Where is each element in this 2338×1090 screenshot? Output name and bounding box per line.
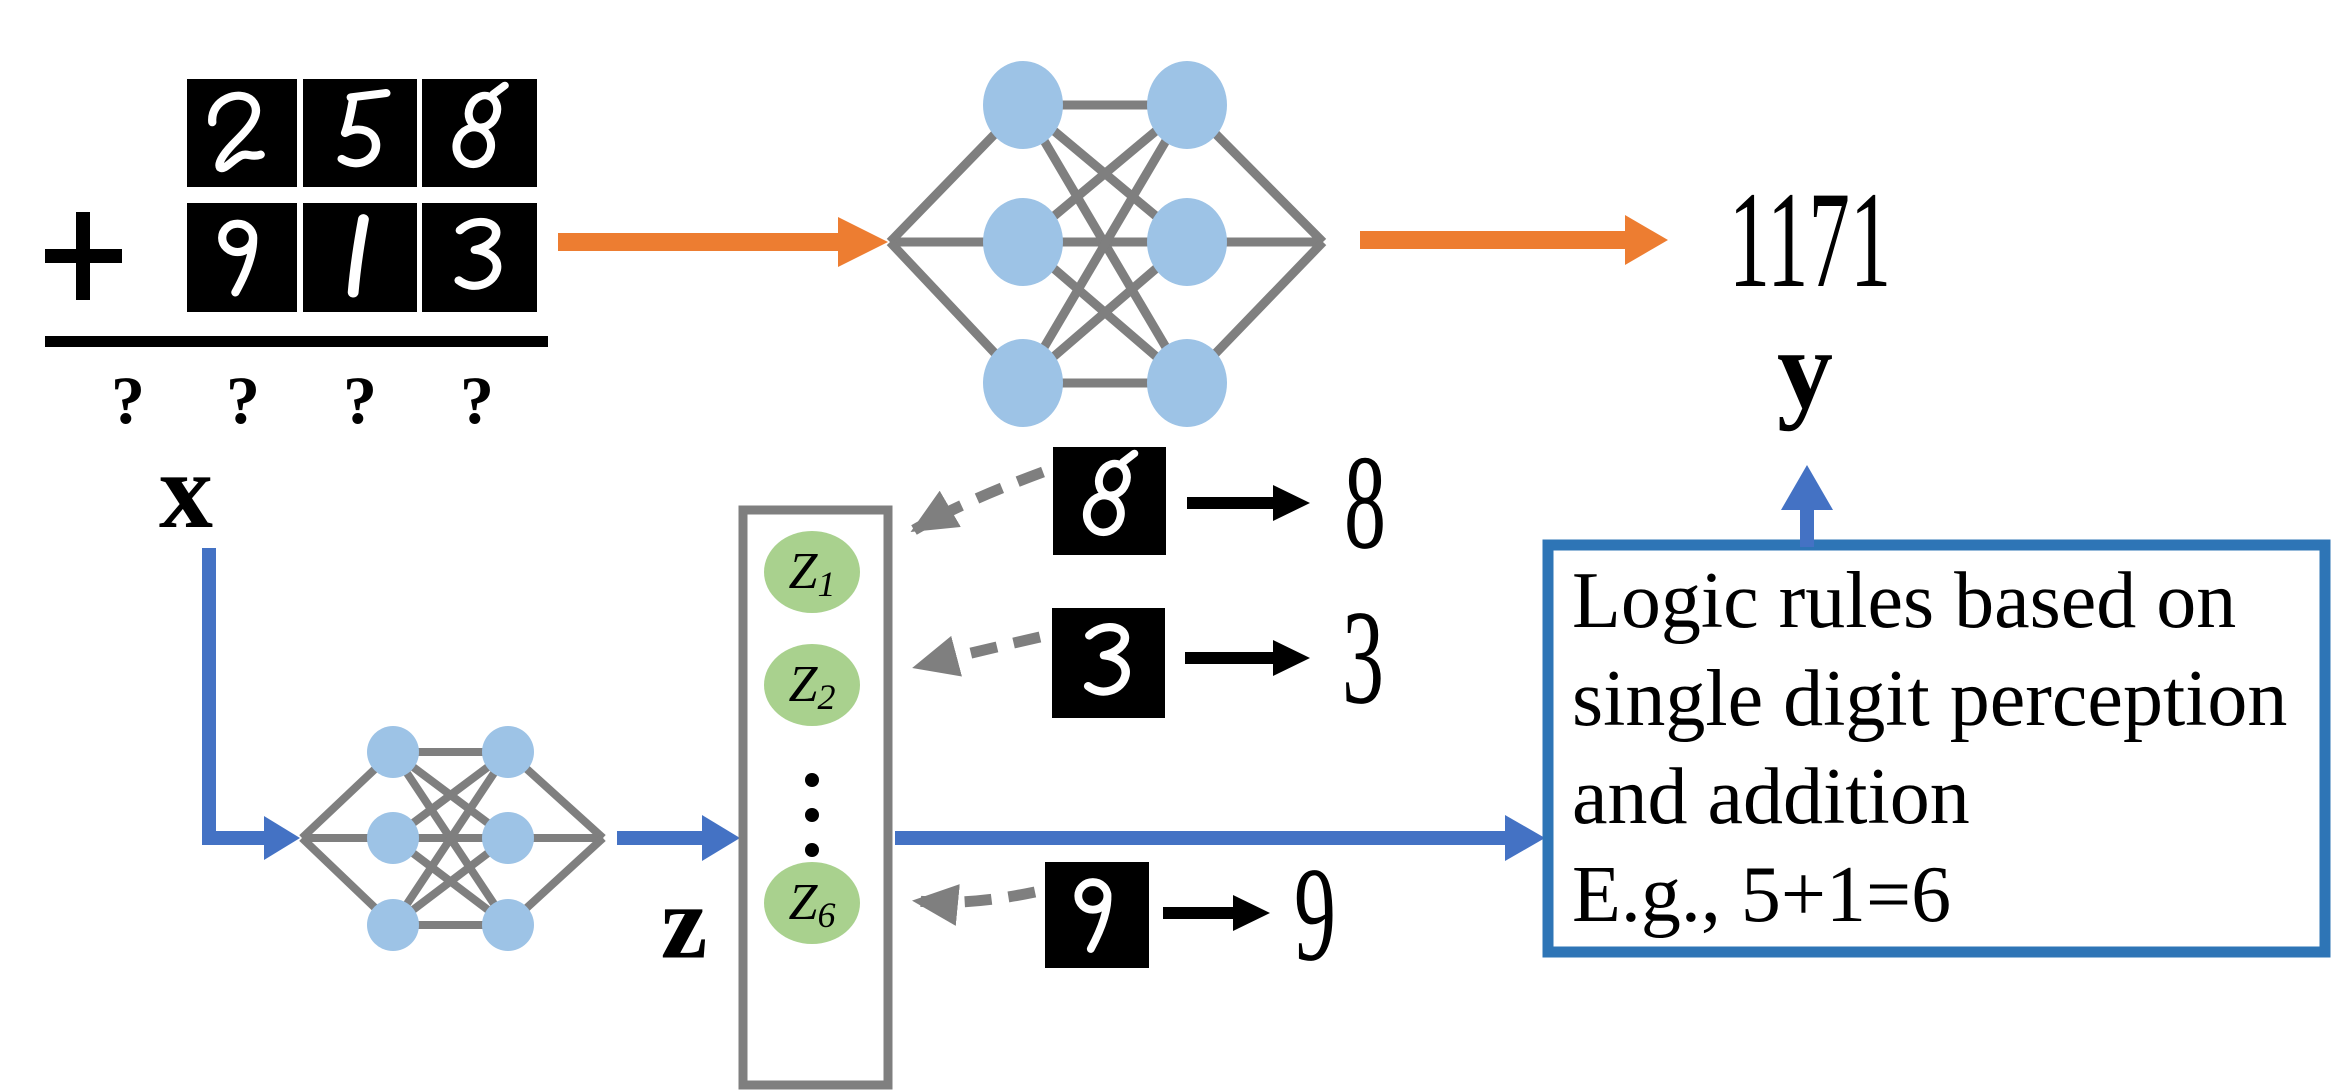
latent-label: z — [660, 863, 708, 981]
output-label: y — [1777, 308, 1833, 432]
vertical-ellipsis-icon — [805, 773, 819, 857]
arrow-x-to-encoder — [202, 548, 300, 860]
dashed-arrow-3 — [912, 631, 1042, 677]
mnist-sample-3 — [1052, 608, 1165, 718]
z1-base: Z — [788, 543, 818, 600]
dashed-supervision-arrows — [910, 466, 1045, 926]
z6-sub: 6 — [817, 895, 836, 935]
predicted-digit-8: 8 — [1344, 428, 1386, 578]
logic-line-1: Logic rules based on — [1572, 557, 2237, 645]
arrow-z-to-logic — [895, 815, 1545, 861]
logic-line-3: and addition — [1572, 753, 1970, 841]
mnist-tile-2 — [187, 79, 297, 187]
neural-network-small — [299, 726, 606, 951]
question-mark-1: ? — [111, 362, 145, 438]
mnist-tile-1 — [303, 203, 417, 312]
logic-line-4: E.g., 5+1=6 — [1572, 851, 1952, 939]
mnist-grid — [187, 79, 537, 312]
dashed-arrow-8 — [910, 466, 1045, 535]
latent-node-z2 — [764, 644, 860, 726]
z2-sub: 2 — [817, 677, 836, 717]
mnist-tile-5 — [303, 79, 417, 187]
logic-rules-text: Logic rules based on single digit percep… — [1572, 552, 2317, 944]
latent-node-label-z2: Z 2 — [788, 656, 836, 716]
plus-icon — [45, 212, 122, 300]
mnist-tile-9 — [187, 203, 297, 312]
mnist-sample-9 — [1045, 862, 1149, 968]
latent-node-label-z6: Z 6 — [788, 874, 836, 934]
arrow-sample8-to-digit — [1187, 485, 1310, 521]
arrow-logic-to-y — [1781, 465, 1833, 547]
latent-node-z6 — [764, 862, 860, 944]
predicted-sum: 1171 — [1728, 163, 1892, 316]
arrow-network-to-output — [1360, 215, 1668, 265]
predicted-digit-3: 3 — [1342, 583, 1384, 733]
latent-node-circles — [764, 531, 860, 944]
predicted-digit-9: 9 — [1294, 840, 1336, 990]
z1-sub: 1 — [817, 564, 836, 604]
neural-network-large — [886, 61, 1327, 427]
latent-node-z1 — [764, 531, 860, 613]
question-mark-3: ? — [343, 362, 377, 438]
arrow-sample3-to-digit — [1185, 640, 1310, 676]
input-label: x — [159, 432, 213, 551]
mnist-tile-8 — [422, 79, 537, 187]
arrow-sample9-to-digit — [1163, 895, 1270, 931]
question-mark-4: ? — [460, 362, 494, 438]
question-mark-2: ? — [226, 362, 260, 438]
mnist-sample-8 — [1053, 447, 1166, 555]
latent-box — [738, 505, 893, 1090]
logic-line-2: single digit perception — [1572, 655, 2288, 743]
z6-base: Z — [788, 874, 818, 931]
latent-node-label-z1: Z 1 — [788, 543, 836, 603]
arrow-x-to-network — [558, 217, 888, 267]
logic-rules-box — [1542, 539, 2331, 958]
arrow-encoder-to-z — [617, 815, 740, 861]
z2-base: Z — [788, 656, 818, 713]
dashed-arrow-9 — [912, 884, 1037, 926]
mnist-tile-3 — [422, 203, 537, 312]
sum-line — [45, 336, 548, 347]
